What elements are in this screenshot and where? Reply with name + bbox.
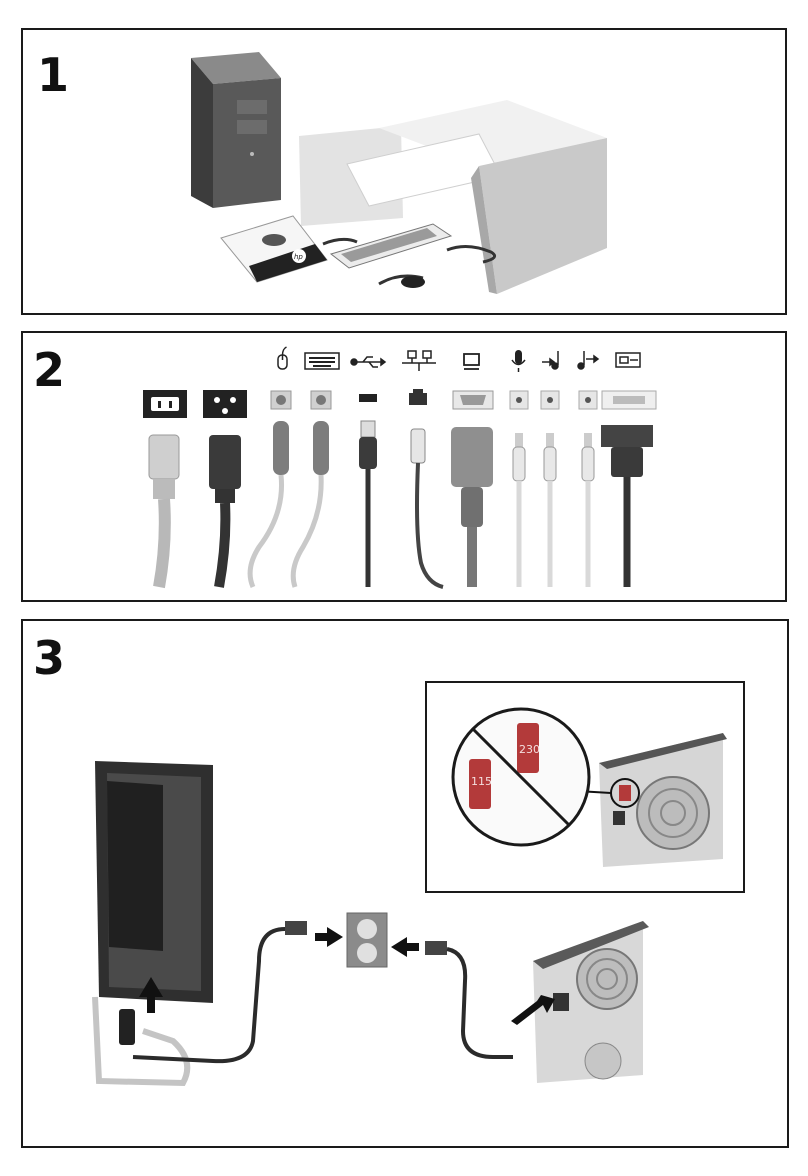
network-cable xyxy=(411,429,443,587)
keyboard-cable xyxy=(293,421,329,587)
hp-logo: hp xyxy=(294,253,303,261)
keyboard-icon xyxy=(305,353,339,369)
dvi-cable xyxy=(601,425,653,587)
wall-outlet xyxy=(315,913,419,967)
vga-cable xyxy=(451,427,493,587)
microphone-icon xyxy=(512,350,525,372)
power-cable xyxy=(149,435,179,587)
monitor-icon xyxy=(464,354,479,369)
voltage-switch-inset: 115 230 xyxy=(425,681,745,893)
left-arrow-icon xyxy=(391,937,407,957)
dvi-port xyxy=(602,391,656,409)
monitor xyxy=(95,761,213,1083)
network-icon xyxy=(402,351,436,371)
connectors-illustration xyxy=(23,333,789,604)
ps2-keyboard-port xyxy=(311,391,331,409)
line-out-icon xyxy=(578,351,598,369)
step-2-panel: 2 xyxy=(21,331,787,602)
voltage-230-label: 230 xyxy=(519,743,540,756)
audio-cables xyxy=(513,433,594,587)
step-1-panel: 1 hp xyxy=(21,28,787,315)
vga-port xyxy=(453,391,493,409)
network-port xyxy=(409,389,427,405)
monitor-power-socket xyxy=(203,390,247,418)
audio-ports xyxy=(510,391,597,409)
ps2-mouse-port xyxy=(271,391,291,409)
monitor-power-cable xyxy=(209,435,241,587)
usb-port xyxy=(359,394,377,402)
line-in-icon xyxy=(542,351,558,369)
dvi-icon xyxy=(616,353,640,367)
unboxing-illustration: hp xyxy=(23,30,789,317)
mouse-icon xyxy=(278,347,287,369)
usb-icon xyxy=(351,357,385,367)
computer-tower xyxy=(191,52,281,208)
voltage-115-label: 115 xyxy=(471,775,492,788)
mouse-cable xyxy=(250,421,289,587)
computer-rear-panel xyxy=(511,921,649,1083)
keyboard xyxy=(331,224,451,268)
documentation-booklet: hp xyxy=(221,216,327,282)
right-arrow-icon xyxy=(327,927,343,947)
computer-corner xyxy=(577,733,727,867)
power-socket xyxy=(143,390,187,418)
step-3-panel: 3 xyxy=(21,619,789,1148)
voltage-switch-illustration: 115 230 xyxy=(427,683,747,895)
voltage-switch-magnified: 115 230 xyxy=(453,709,589,845)
usb-cable xyxy=(359,421,377,587)
